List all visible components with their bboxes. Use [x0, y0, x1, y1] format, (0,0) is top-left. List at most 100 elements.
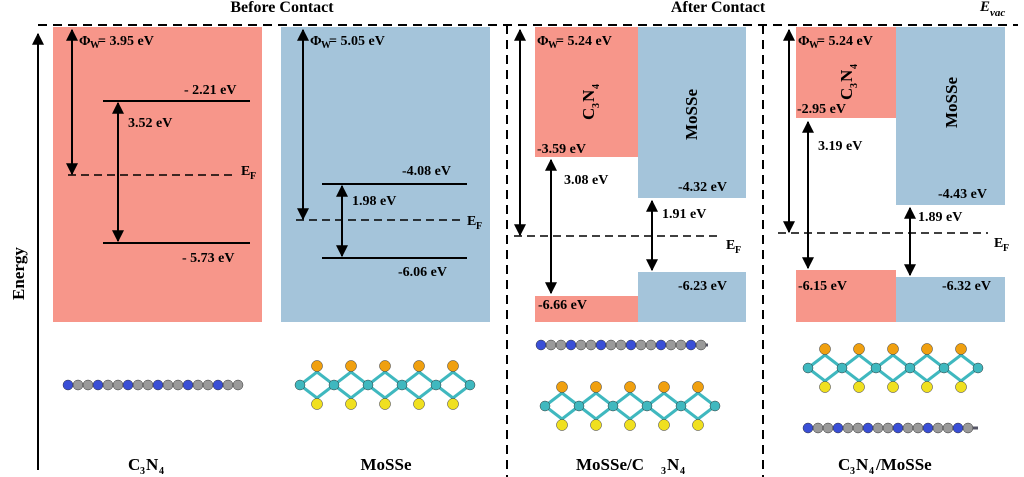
panel-mosse-c3n4: Φ W = 5.24 eV C 3 N 4 MoSSe -3.59 eV 3.0… [514, 27, 746, 477]
mosse-vbm-value: -6.23 eV [678, 279, 727, 294]
phi-sub: W [321, 40, 331, 51]
carbon-atom [172, 379, 184, 391]
ef-sub: F [735, 245, 741, 256]
nitrogen-atom [655, 339, 667, 351]
molybdenum-atom [328, 379, 340, 391]
c3n4-vb-block [796, 270, 896, 322]
sulfur-atom [345, 398, 357, 410]
carbon-atom [852, 422, 864, 434]
phi-symbol: Φ [537, 34, 549, 49]
c3n4-bandgap-value: 3.19 eV [818, 139, 862, 154]
selenium-atom [413, 360, 425, 372]
carbon-atom [162, 379, 174, 391]
mosse-cb-block [896, 27, 1005, 205]
c3n4-n: N [579, 89, 598, 102]
nitrogen-atom [892, 422, 904, 434]
phi-sub: W [548, 40, 558, 51]
nitrogen-atom [595, 339, 607, 351]
sulfur-atom [955, 381, 967, 393]
cbm-value: - 2.21 eV [184, 83, 237, 98]
selenium-atom [556, 381, 568, 393]
molybdenum-atom [972, 362, 984, 374]
phi-sub: W [809, 40, 819, 51]
carbon-atom [585, 339, 597, 351]
c3n4-cb-block [535, 27, 638, 157]
sulfur-atom [692, 419, 704, 431]
selenium-atom [345, 360, 357, 372]
molybdenum-atom [396, 379, 408, 391]
selenium-atom [379, 360, 391, 372]
carbon-atom [72, 379, 84, 391]
mosse-vertical-label: MoSSe [942, 77, 961, 128]
ef-main: E [726, 238, 735, 253]
mosse-vb-block [896, 277, 1005, 322]
carbon-atom [912, 422, 924, 434]
nitrogen-atom [862, 422, 874, 434]
ef-sub: F [250, 171, 256, 182]
c3n4-bandgap-value: 3.08 eV [564, 173, 608, 188]
molybdenum-atom [607, 400, 619, 412]
carbon-atom [222, 379, 234, 391]
selenium-atom [955, 343, 967, 355]
nitrogen-atom [62, 379, 74, 391]
panel-c3n4: Φ W = 3.95 eV - 2.21 eV 3.52 eV E F - 5.… [53, 27, 262, 477]
sulfur-atom [887, 381, 899, 393]
phi-value: = 5.24 eV [817, 34, 873, 49]
cbm-value: -4.08 eV [402, 164, 451, 179]
ef-sub: F [1003, 243, 1009, 254]
mosse-vertical-label: MoSSe [682, 89, 701, 140]
mosse-structure [539, 381, 721, 431]
carbon-atom [202, 379, 214, 391]
panel-c3n4-mosse: Φ W = 5.24 eV C 3 N 4 MoSSe -2.95 eV 3.1… [778, 27, 1009, 477]
selenium-atom [692, 381, 704, 393]
caption-c3n4: C 3 N 4 [128, 455, 164, 477]
phi-value: = 5.24 eV [556, 34, 612, 49]
caption-3: 3 [850, 466, 855, 477]
sulfur-atom [311, 398, 323, 410]
molybdenum-atom [362, 379, 374, 391]
caption-mosse: MoSSe [361, 455, 412, 474]
nitrogen-atom [92, 379, 104, 391]
c3n4-structure [535, 339, 708, 351]
c3n4-vertical-label: C 3 N 4 [837, 64, 860, 100]
carbon-atom [132, 379, 144, 391]
bandgap-value: 1.98 eV [352, 194, 396, 209]
mosse-bandgap-value: 1.89 eV [918, 210, 962, 225]
sulfur-atom [447, 398, 459, 410]
caption-n: N [856, 455, 869, 474]
caption-n: N [667, 455, 680, 474]
nitrogen-atom [122, 379, 134, 391]
vbm-value: -6.06 eV [398, 265, 447, 280]
evac-sub: vac [990, 7, 1005, 19]
caption-c: C [838, 455, 850, 474]
energy-axis-label: Energy [9, 247, 28, 300]
ef-sub: F [476, 221, 482, 232]
c3n4-c: C [579, 108, 598, 120]
nitrogen-atom [922, 422, 934, 434]
c3n4-structure [802, 422, 978, 434]
molybdenum-atom [539, 400, 551, 412]
carbon-atom [665, 339, 677, 351]
bandgap-value: 3.52 eV [128, 116, 172, 131]
fermi-label: E F [726, 238, 741, 256]
phi-label: Φ W = 5.24 eV [537, 34, 612, 51]
carbon-atom [942, 422, 954, 434]
c3n4-n: N [837, 69, 856, 82]
nitrogen-atom [535, 339, 547, 351]
phi-label: Φ W = 3.95 eV [79, 34, 154, 51]
c3n4-vertical-label: C 3 N 4 [579, 84, 602, 120]
selenium-atom [887, 343, 899, 355]
carbon-atom [822, 422, 834, 434]
carbon-atom [962, 422, 974, 434]
nitrogen-atom [952, 422, 964, 434]
carbon-atom [545, 339, 557, 351]
carbon-atom [635, 339, 647, 351]
before-contact-title: Before Contact [230, 0, 334, 16]
nitrogen-atom [832, 422, 844, 434]
evac-main: E [979, 0, 990, 15]
sulfur-atom [658, 419, 670, 431]
molybdenum-atom [573, 400, 585, 412]
carbon-atom [142, 379, 154, 391]
caption-c: C [128, 455, 140, 474]
ef-main: E [994, 236, 1003, 251]
